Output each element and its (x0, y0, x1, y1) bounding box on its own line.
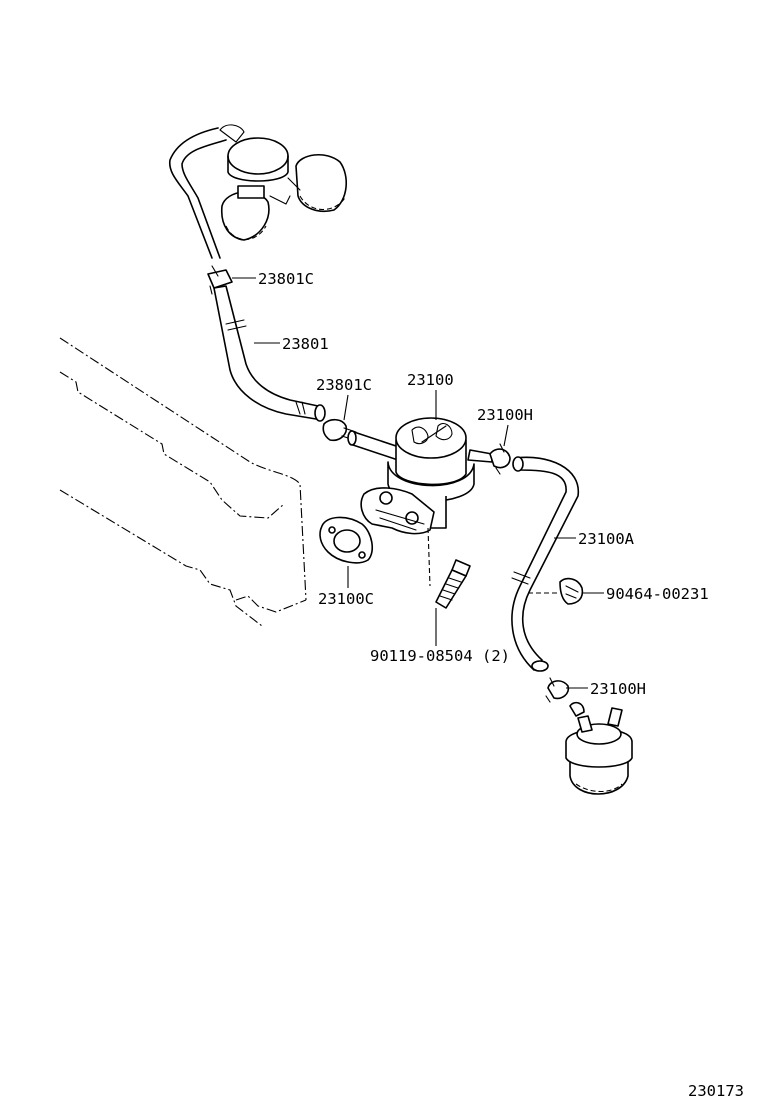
engine-block-outline (59, 337, 307, 627)
upper-vapor-assembly (168, 124, 347, 259)
label-fuel-pump: 23100 (407, 371, 454, 389)
pump-gasket (319, 516, 374, 564)
upper-hose-clamp (207, 265, 233, 295)
mounting-bolt (435, 559, 471, 609)
leader-lines (232, 277, 604, 689)
lower-hose-clamp (545, 677, 570, 703)
fuel-filter (565, 701, 633, 795)
right-hose-clamp (489, 443, 511, 475)
label-bolt: 90119-08504 (2) (370, 647, 510, 665)
label-lower-clamp: 23100H (590, 680, 646, 698)
label-gasket: 23100C (318, 590, 374, 608)
pump-mounting-flange (360, 487, 435, 535)
pump-inlet-pipe (347, 430, 403, 461)
fuel-pump (387, 417, 493, 529)
label-upper-clamp: 23801C (258, 270, 314, 288)
label-upper-hose: 23801 (282, 335, 329, 353)
label-hose-clip: 90464-00231 (606, 585, 709, 603)
label-middle-clamp: 23801C (316, 376, 372, 394)
upper-fuel-hose (213, 285, 326, 422)
label-right-clamp: 23100H (477, 406, 533, 424)
right-fuel-hose (511, 456, 579, 672)
hose-clip (559, 577, 584, 605)
label-right-hose: 23100A (578, 530, 635, 548)
figure-number: 230173 (688, 1082, 744, 1100)
